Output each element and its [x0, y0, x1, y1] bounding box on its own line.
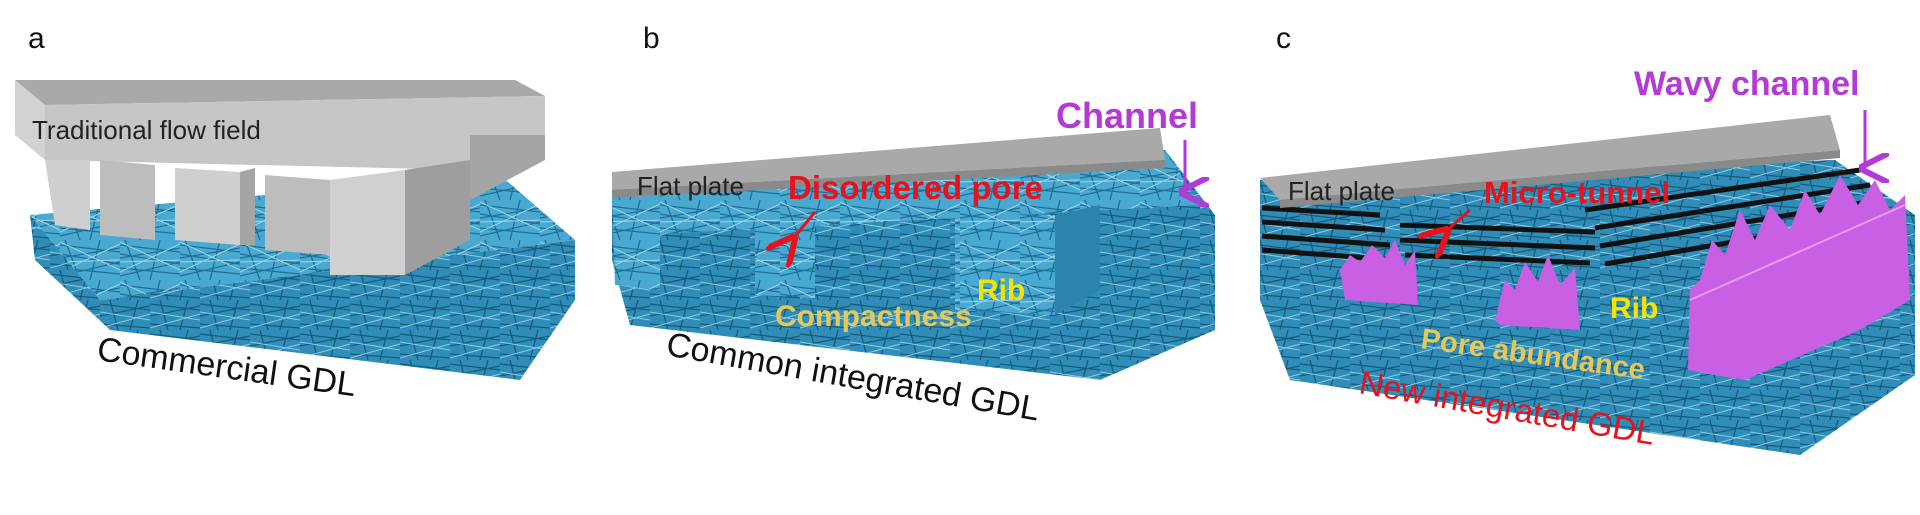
panel-b-rib-label: Rib: [977, 274, 1025, 307]
panel-b-rib-3: [955, 215, 1055, 315]
panel-c-rib-label: Rib: [1610, 292, 1658, 325]
panel-b-plate-edge: [612, 160, 1165, 198]
panel-b: b Flat plate Disordered pore Channel Rib…: [612, 22, 1215, 429]
panel-b-property-label: Compactness: [775, 300, 972, 333]
panel-b-rib-1: [612, 190, 660, 290]
panel-c-tunnel-label: Micro-tunnel: [1484, 175, 1670, 210]
panel-b-pore-label: Disordered pore: [788, 169, 1043, 206]
panel-b-rib-2: [755, 200, 815, 298]
panel-a-flow-field-label: Traditional flow field: [32, 115, 261, 145]
panel-b-plate-label: Flat plate: [637, 171, 744, 201]
panel-b-rib-3-side: [1055, 205, 1100, 315]
panel-a-gdl-body: [100, 240, 575, 380]
panel-b-letter: b: [643, 22, 660, 55]
panel-c-wave-highlight: [1689, 204, 1906, 301]
panel-a-flow-field: [15, 80, 545, 275]
panel-c-plate-label: Flat plate: [1288, 176, 1395, 206]
panel-b-flat-plate: [612, 128, 1165, 190]
panel-b-channel-label: Channel: [1056, 95, 1198, 136]
panel-a-letter: a: [28, 22, 45, 55]
panel-b-pore-arrow: [792, 211, 817, 240]
panel-c-plate-edge: [1280, 150, 1840, 208]
panel-c-channel-label: Wavy channel: [1634, 65, 1859, 103]
panel-c-letter: c: [1276, 22, 1291, 55]
panel-c-tunnel-arrow: [1445, 208, 1471, 232]
panel-a: a Traditional flow field Commercial GDL: [15, 22, 575, 404]
panel-c: c Flat plate Micro-tunnel: [1260, 22, 1915, 455]
panel-c-flat-plate: [1260, 115, 1840, 200]
panel-a-gdl-front: [30, 215, 110, 330]
